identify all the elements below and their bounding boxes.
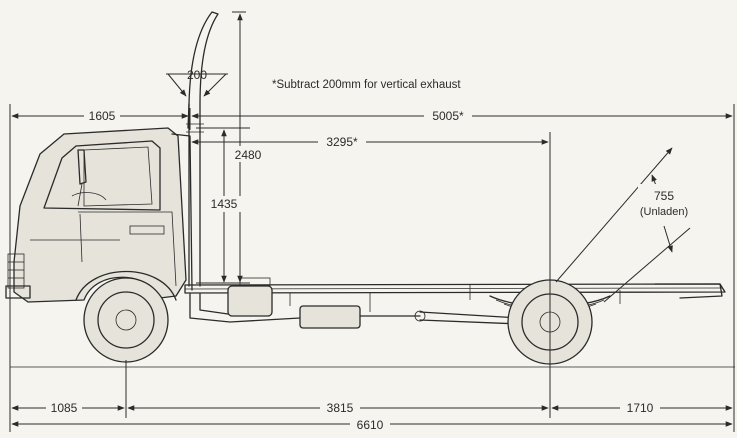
dim-cab-to-axle: 3295* [191,134,549,149]
dim-frame-height: 1435 [206,129,242,283]
cab-length-label: 1605 [89,109,116,123]
dim-overall-length: 6610 [11,417,733,432]
cab-to-axle-label: 3295* [326,135,358,149]
cab-body [5,127,193,303]
wheelbase-label: 3815 [327,401,354,415]
dim-cab-length: 1605 [11,108,189,123]
exhaust-system [189,285,421,329]
chassis-rise-note: (Unladen) [640,206,688,218]
truck-illustration [5,11,735,368]
dimension-lines: 200 *Subtract 200mm for vertical exhaust… [9,11,735,432]
chassis-rise-label: 755 [654,189,674,203]
exhaust-width-label: 200 [187,68,207,82]
front-overhang-label: 1085 [51,401,78,415]
frame-height-label: 1435 [211,197,238,211]
chassis-components [239,277,621,312]
dim-front-overhang: 1085 [11,400,125,415]
dim-chassis-rise: 755 (Unladen) [555,147,698,303]
dim-wheelbase: 3815 [127,400,549,415]
dim-rear-overhang: 1710 [551,400,733,415]
overall-height-label: 2480 [235,148,262,162]
overall-length-label: 6610 [357,418,384,432]
front-wheel [75,271,177,363]
cab-to-end-label: 5005* [432,109,464,123]
dim-exhaust-width: 200 [166,68,228,97]
rear-overhang-label: 1710 [627,401,654,415]
dim-cab-to-end: 5005* [191,108,733,123]
dim-overall-height: 2480 [226,13,270,283]
exhaust-note: *Subtract 200mm for vertical exhaust [272,79,461,91]
